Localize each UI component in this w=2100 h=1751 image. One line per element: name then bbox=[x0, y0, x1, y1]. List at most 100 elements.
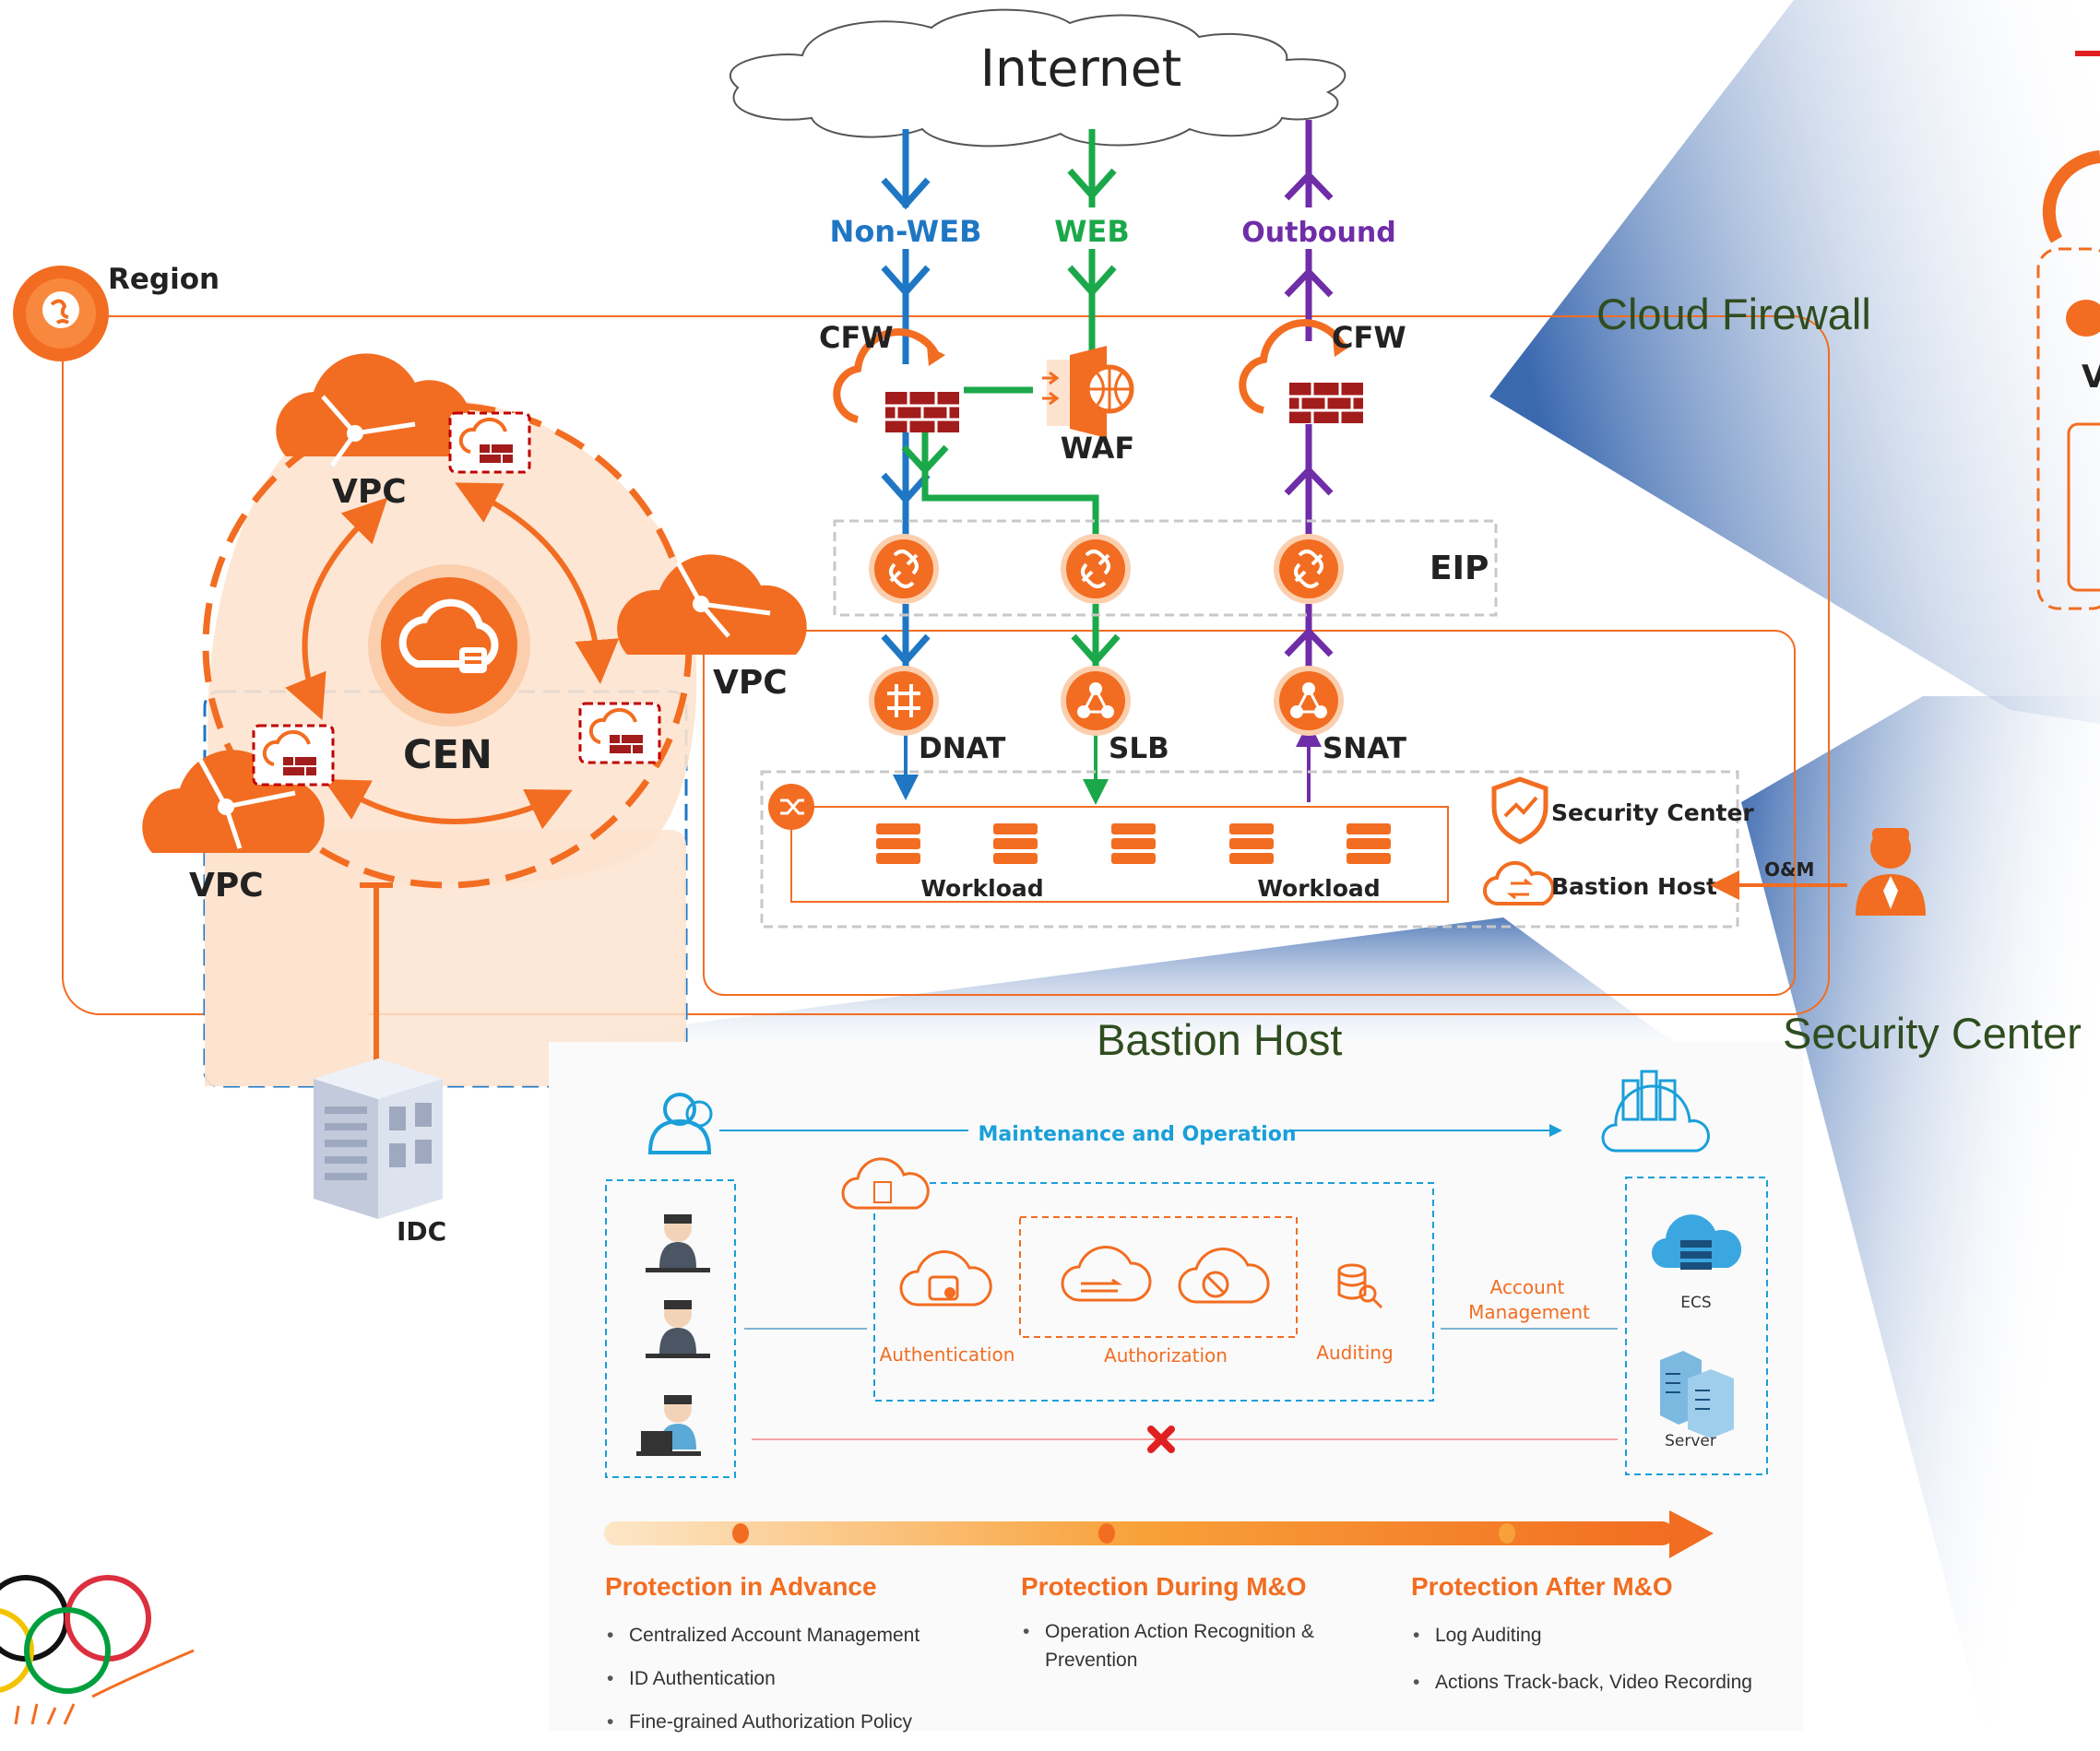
cen-label: CEN bbox=[403, 732, 492, 778]
dnat-label: DNAT bbox=[919, 732, 1005, 765]
authorization-label: Authorization bbox=[1104, 1344, 1228, 1366]
region-label: Region bbox=[108, 263, 219, 296]
slb-icon bbox=[1061, 666, 1131, 736]
security-center-icon bbox=[1491, 776, 1548, 845]
server-icon-3 bbox=[1111, 823, 1156, 864]
authorization-block-icon bbox=[1178, 1248, 1270, 1304]
phase-advance-item: Fine-grained Authorization Policy bbox=[605, 1708, 974, 1736]
data-center-icon bbox=[1601, 1070, 1710, 1153]
user-avatar-3 bbox=[636, 1395, 701, 1456]
internet-label: Internet bbox=[980, 39, 1181, 98]
phase-advance-item: ID Authentication bbox=[605, 1664, 974, 1693]
waf-icon bbox=[1042, 346, 1134, 438]
bastion-host-callout bbox=[549, 917, 1725, 1070]
non-web-path bbox=[881, 129, 931, 800]
server-label: Server bbox=[1665, 1432, 1716, 1450]
bastion-cloud-icon bbox=[841, 1157, 930, 1210]
maintenance-label-bg bbox=[968, 1116, 1291, 1147]
cfw-right-label: CFW bbox=[1332, 320, 1406, 355]
server-icon-2 bbox=[993, 823, 1038, 864]
account-management-label-2: Management bbox=[1468, 1301, 1590, 1323]
user-avatar-1 bbox=[646, 1214, 710, 1272]
dnat-icon bbox=[869, 666, 939, 736]
vpc-firewall-top-icon bbox=[448, 411, 531, 474]
authentication-label: Authentication bbox=[880, 1343, 1015, 1366]
region-boundary bbox=[62, 315, 1830, 1015]
security-center-callout bbox=[1741, 696, 2100, 1724]
eip-icon-1 bbox=[869, 534, 939, 604]
authorization-box bbox=[1019, 1216, 1298, 1338]
phase-during-item: Operation Action Recognition & Preventio… bbox=[1021, 1617, 1344, 1674]
ecs-icon bbox=[1652, 1214, 1742, 1270]
web-label: WEB bbox=[1054, 214, 1130, 249]
vpc-top-label: VPC bbox=[332, 473, 407, 511]
phase-during-list: Operation Action Recognition & Preventio… bbox=[1021, 1617, 1344, 1689]
account-management-label-1: Account bbox=[1490, 1276, 1565, 1298]
outbound-label: Outbound bbox=[1241, 217, 1395, 249]
svg-text:V: V bbox=[2082, 359, 2100, 396]
ecs-label: ECS bbox=[1680, 1294, 1711, 1312]
bastion-host-icon bbox=[1482, 860, 1556, 906]
blocked-x-icon bbox=[1147, 1426, 1175, 1453]
protection-timeline-arrow bbox=[604, 1510, 1714, 1558]
cfw-left-icon bbox=[833, 328, 959, 432]
non-web-label: Non-WEB bbox=[830, 214, 982, 249]
vpc-right-label: VPC bbox=[713, 664, 788, 702]
vpc-firewall-left-icon bbox=[252, 724, 335, 787]
bastion-host-callout-title: Bastion Host bbox=[1097, 1015, 1343, 1064]
bastion-host-label: Bastion Host bbox=[1551, 873, 1717, 900]
cloud-firewall-callout-title: Cloud Firewall bbox=[1596, 290, 1871, 338]
server-icon-5 bbox=[1347, 823, 1391, 864]
authorization-flow-icon bbox=[1061, 1246, 1152, 1302]
bastion-process-box bbox=[873, 1182, 1434, 1402]
cen-arrow-right bbox=[455, 482, 620, 684]
workload-right-label: Workload bbox=[1257, 875, 1380, 902]
operator-person-icon bbox=[1856, 828, 1926, 916]
cfw-right-icon bbox=[1239, 319, 1363, 423]
server-hardware-icon bbox=[1660, 1351, 1734, 1438]
workload-left-label: Workload bbox=[920, 875, 1043, 902]
cloud-firewall-callout bbox=[1489, 0, 2100, 724]
cfw-left-label: CFW bbox=[819, 320, 894, 355]
server-icon-4 bbox=[1229, 823, 1274, 864]
idc-label: IDC bbox=[397, 1216, 446, 1247]
phase-after-item: Actions Track-back, Video Recording bbox=[1411, 1668, 1798, 1697]
vpc-boundary bbox=[703, 630, 1796, 996]
waf-label: WAF bbox=[1061, 431, 1134, 466]
phase-advance-title: Protection in Advance bbox=[605, 1572, 877, 1601]
maintenance-label: Maintenance and Operation bbox=[979, 1123, 1297, 1146]
auditing-icon bbox=[1337, 1263, 1383, 1309]
users-box bbox=[605, 1179, 736, 1478]
idc-building-icon bbox=[314, 1059, 443, 1219]
eip-icon-3 bbox=[1274, 534, 1344, 604]
cropped-right-panel: V bbox=[2036, 51, 2100, 610]
internet-cloud bbox=[729, 8, 1347, 148]
phase-after-item: Log Auditing bbox=[1411, 1621, 1798, 1650]
cen-arrow-bottom bbox=[323, 778, 573, 830]
eip-group bbox=[833, 519, 1498, 617]
vpc-left-label: VPC bbox=[189, 867, 264, 905]
phase-advance-item: Centralized Account Management bbox=[605, 1621, 974, 1650]
outbound-path bbox=[1284, 120, 1334, 802]
phase-advance-list: Centralized Account Management ID Authen… bbox=[605, 1621, 974, 1751]
security-center-label: Security Center bbox=[1551, 799, 1754, 826]
vpc-right-cloud bbox=[617, 554, 807, 655]
resources-box bbox=[1625, 1177, 1768, 1475]
region-icon bbox=[13, 266, 109, 361]
auditing-label: Auditing bbox=[1316, 1342, 1393, 1364]
cen-icon bbox=[368, 564, 530, 727]
authentication-icon bbox=[899, 1250, 992, 1307]
om-label: O&M bbox=[1764, 858, 1814, 881]
snat-icon bbox=[1274, 666, 1344, 736]
workload-inner-box bbox=[790, 806, 1449, 903]
cen-arrow-left bbox=[285, 497, 388, 721]
vswitch-icon bbox=[768, 784, 814, 830]
admin-user-icon bbox=[647, 1093, 713, 1154]
eip-icon-2 bbox=[1061, 534, 1131, 604]
phase-after-list: Log Auditing Actions Track-back, Video R… bbox=[1411, 1621, 1798, 1711]
vpc-firewall-right-icon bbox=[578, 702, 661, 764]
security-center-callout-title: Security Center bbox=[1783, 1009, 2082, 1058]
vpc-top-cloud bbox=[276, 353, 471, 467]
